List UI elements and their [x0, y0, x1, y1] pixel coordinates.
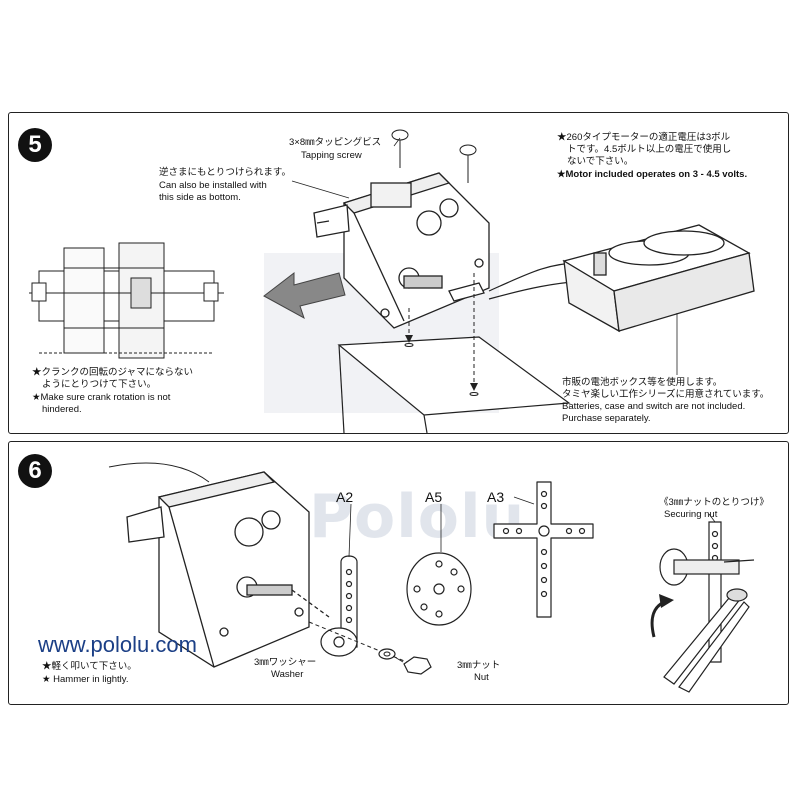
- crank-note-en-1: ★Make sure crank rotation is not: [32, 392, 171, 403]
- alt-install-en-2: this side as bottom.: [159, 192, 241, 203]
- step-5-panel: 5 3×8㎜タッピングビス Tapping screw 逆さまにもとりつけられま…: [8, 112, 789, 434]
- pololu-url-watermark: www.pololu.com: [38, 632, 197, 657]
- nut-icon: [403, 656, 432, 675]
- screw-label-en: Tapping screw: [301, 150, 362, 161]
- step-6-panel: Pololu: [8, 441, 789, 705]
- step-6-badge: 6: [18, 454, 52, 488]
- step-5-badge: 5: [18, 128, 52, 162]
- alt-install-en-1: Can also be installed with: [159, 180, 267, 191]
- pololu-watermark: Pololu: [309, 482, 526, 552]
- crank-note-jp-1: ★クランクの回転のジャマにならない: [32, 367, 194, 378]
- battery-note-jp-2: タミヤ楽しい工作シリーズに用意されています。: [562, 389, 770, 400]
- part-a3-label: A3: [487, 489, 505, 505]
- gearbox-illustration: [313, 172, 490, 329]
- direction-arrow: [263, 271, 346, 320]
- step-5-illustration: [29, 129, 755, 433]
- nut-label-jp: 3㎜ナット: [457, 660, 501, 671]
- nut-label-en: Nut: [474, 672, 489, 683]
- battery-note-jp-1: 市販の電池ボックス等を使用します。: [562, 377, 723, 388]
- part-a2-crank: [320, 555, 358, 657]
- hammer-note-en: ★ Hammer in lightly.: [42, 674, 129, 685]
- screw-label-jp: 3×8㎜タッピングビス: [289, 137, 382, 148]
- part-a5-label: A5: [425, 489, 443, 505]
- crank-note-jp-2: ようにとりつけて下さい。: [42, 379, 157, 390]
- voltage-note-en: ★Motor included operates on 3 - 4.5 volt…: [557, 169, 748, 180]
- tapping-screw-icon: [391, 129, 477, 183]
- gearbox-illustration: [126, 471, 330, 668]
- voltage-note-jp-2: トです。4.5ボルト以上の電圧で使用し: [567, 144, 732, 155]
- alt-install-jp: 逆さまにもとりつけられます。: [159, 167, 291, 178]
- battery-note-en-1: Batteries, case and switch are not inclu…: [562, 401, 746, 412]
- top-view-assembly: [29, 242, 224, 359]
- part-a2-label: A2: [336, 489, 354, 505]
- battery-note-en-2: Purchase separately.: [562, 413, 651, 424]
- step-6-illustration: [108, 462, 755, 693]
- part-a5-disc: [406, 552, 472, 626]
- voltage-note-jp-1: ★260タイプモーターの適正電圧は3ボル: [557, 132, 731, 143]
- washer-label-jp: 3㎜ワッシャー: [254, 657, 317, 668]
- crank-note-en-2: hindered.: [42, 404, 82, 415]
- securing-nut-en: Securing nut: [664, 509, 718, 520]
- securing-nut-detail: [659, 521, 755, 693]
- part-a3-cross: [493, 481, 594, 618]
- voltage-note-jp-3: ないで下さい。: [567, 156, 634, 167]
- battery-box-illustration: [562, 224, 755, 333]
- hammer-note-jp: ★軽く叩いて下さい。: [42, 661, 137, 672]
- securing-nut-jp: 《3㎜ナットのとりつけ》: [659, 497, 769, 508]
- washer-label-en: Washer: [271, 669, 304, 680]
